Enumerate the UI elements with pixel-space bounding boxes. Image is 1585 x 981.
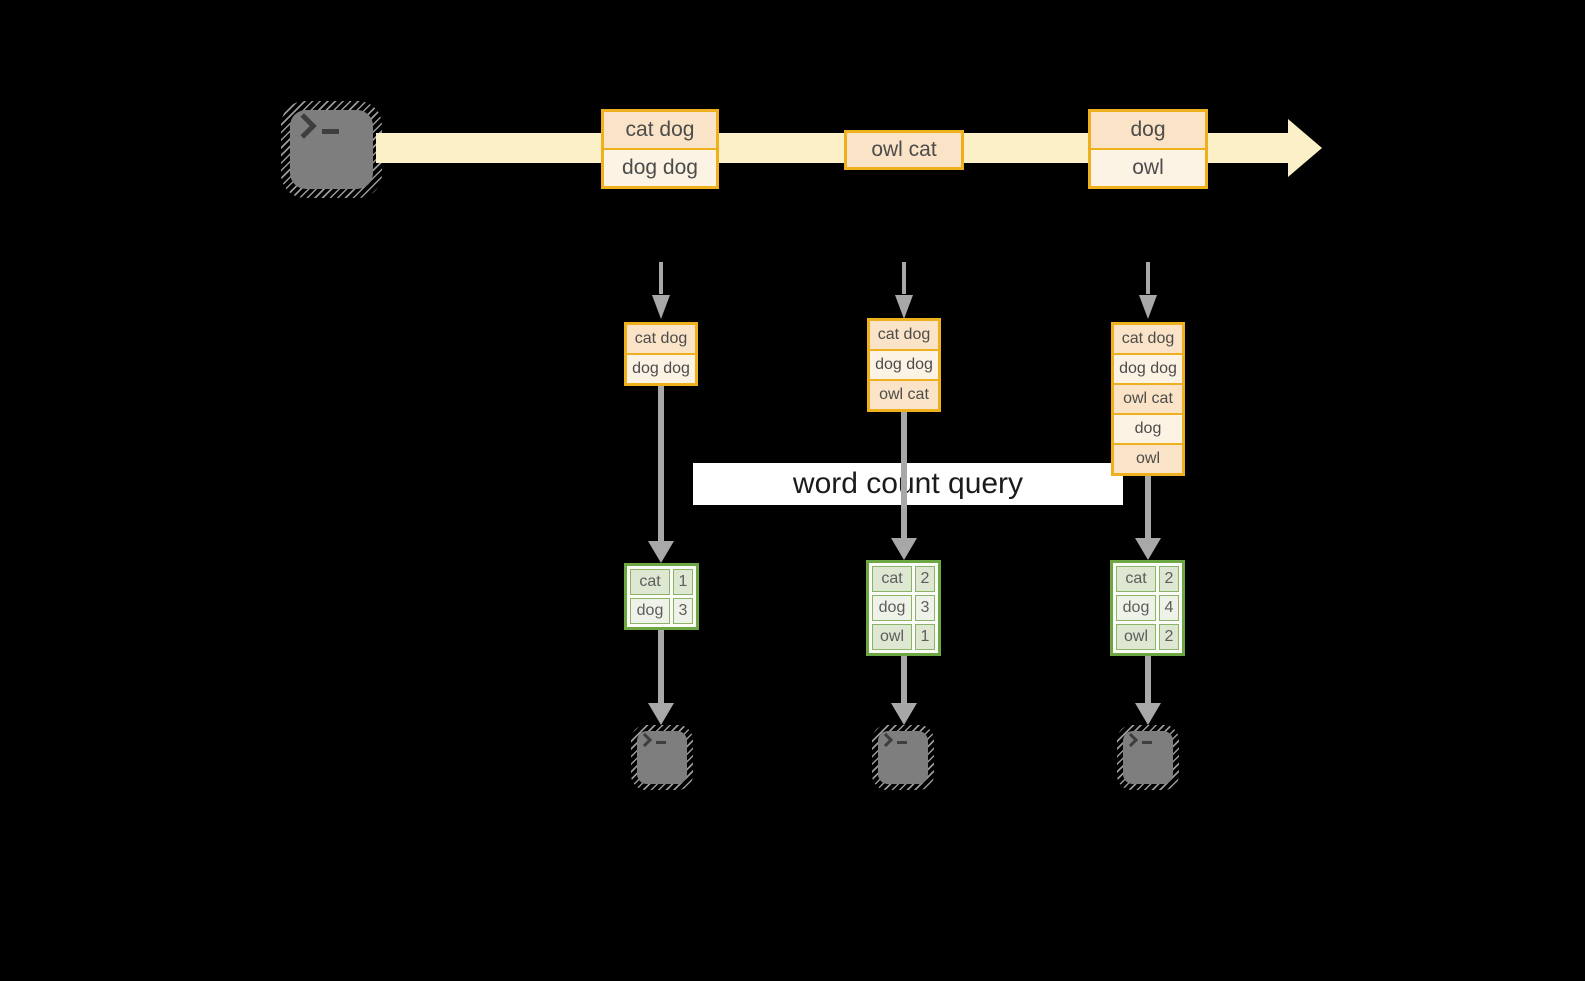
count-word-cell: dog [872,595,912,621]
chevron-right-icon [291,113,317,139]
cursor-icon [656,741,666,744]
count-table-1: cat 1 dog 3 [624,563,699,630]
sink-arrow-head-icon [1135,703,1161,725]
stream-batch-1: cat dog dog dog [601,109,719,189]
count-word-cell: owl [872,624,912,650]
terminal-screen [878,731,928,784]
input-row: owl [1114,445,1182,473]
input-row: cat dog [870,321,938,349]
query-arrow-head-icon [891,538,917,560]
query-arrow-head-icon [1135,538,1161,560]
input-row: dog dog [870,351,938,379]
stream-record: owl cat [847,133,961,167]
chevron-right-icon [1123,732,1139,748]
dashed-arrow-line [902,262,906,294]
sink-arrow-line [1145,656,1151,705]
count-word-cell: cat [630,569,670,595]
chevron-right-icon [637,732,653,748]
stream-batch-2: owl cat [844,130,964,170]
sink-arrow-line [658,630,664,705]
terminal-prompt-icon [637,732,666,748]
input-table-2: cat dog dog dog owl cat [867,318,941,412]
count-table-2: cat 2 dog 3 owl 1 [866,560,941,656]
chevron-right-icon [878,732,894,748]
input-row: dog [1114,415,1182,443]
stream-record: cat dog [604,112,716,148]
count-table-3: cat 2 dog 4 owl 2 [1110,560,1185,656]
count-value-cell: 3 [673,598,693,624]
sink-arrow-line [901,656,907,705]
count-value-cell: 3 [915,595,935,621]
terminal-sink-icon [872,725,934,790]
dashed-arrow-head-icon [652,295,670,319]
query-arrow-line [1145,476,1151,540]
count-value-cell: 2 [1159,624,1179,650]
count-word-cell: owl [1116,624,1156,650]
dashed-arrow-head-icon [895,295,913,319]
count-value-cell: 2 [915,566,935,592]
input-row: dog dog [627,355,695,383]
query-arrow-line [658,386,664,543]
input-table-1: cat dog dog dog [624,322,698,386]
terminal-screen [1123,731,1173,784]
cursor-icon [1142,741,1152,744]
terminal-sink-icon [1117,725,1179,790]
terminal-screen [290,110,373,189]
terminal-prompt-icon [291,113,339,139]
terminal-screen [637,731,687,784]
input-row: owl cat [1114,385,1182,413]
count-value-cell: 4 [1159,595,1179,621]
stream-record: owl [1091,150,1205,186]
input-table-3: cat dog dog dog owl cat dog owl [1111,322,1185,476]
dashed-arrow-line [1146,262,1150,294]
dashed-arrow-head-icon [1139,295,1157,319]
stream-batch-3: dog owl [1088,109,1208,189]
query-arrow-head-icon [648,541,674,563]
stream-arrow-head-icon [1288,119,1322,177]
input-row: owl cat [870,381,938,409]
cursor-icon [897,741,907,744]
sink-arrow-head-icon [891,703,917,725]
count-word-cell: dog [1116,595,1156,621]
query-label: word count query [693,463,1123,505]
stream-record: dog dog [604,150,716,186]
terminal-source-icon [281,101,382,198]
count-value-cell: 1 [673,569,693,595]
input-row: cat dog [627,325,695,353]
stream-record: dog [1091,112,1205,148]
query-arrow-line [901,412,907,540]
count-value-cell: 2 [1159,566,1179,592]
dashed-arrow-line [659,262,663,294]
terminal-prompt-icon [1123,732,1152,748]
count-word-cell: dog [630,598,670,624]
input-row: dog dog [1114,355,1182,383]
sink-arrow-head-icon [648,703,674,725]
terminal-sink-icon [631,725,693,790]
count-word-cell: cat [872,566,912,592]
cursor-icon [322,129,339,134]
terminal-prompt-icon [878,732,907,748]
count-value-cell: 1 [915,624,935,650]
count-word-cell: cat [1116,566,1156,592]
input-row: cat dog [1114,325,1182,353]
